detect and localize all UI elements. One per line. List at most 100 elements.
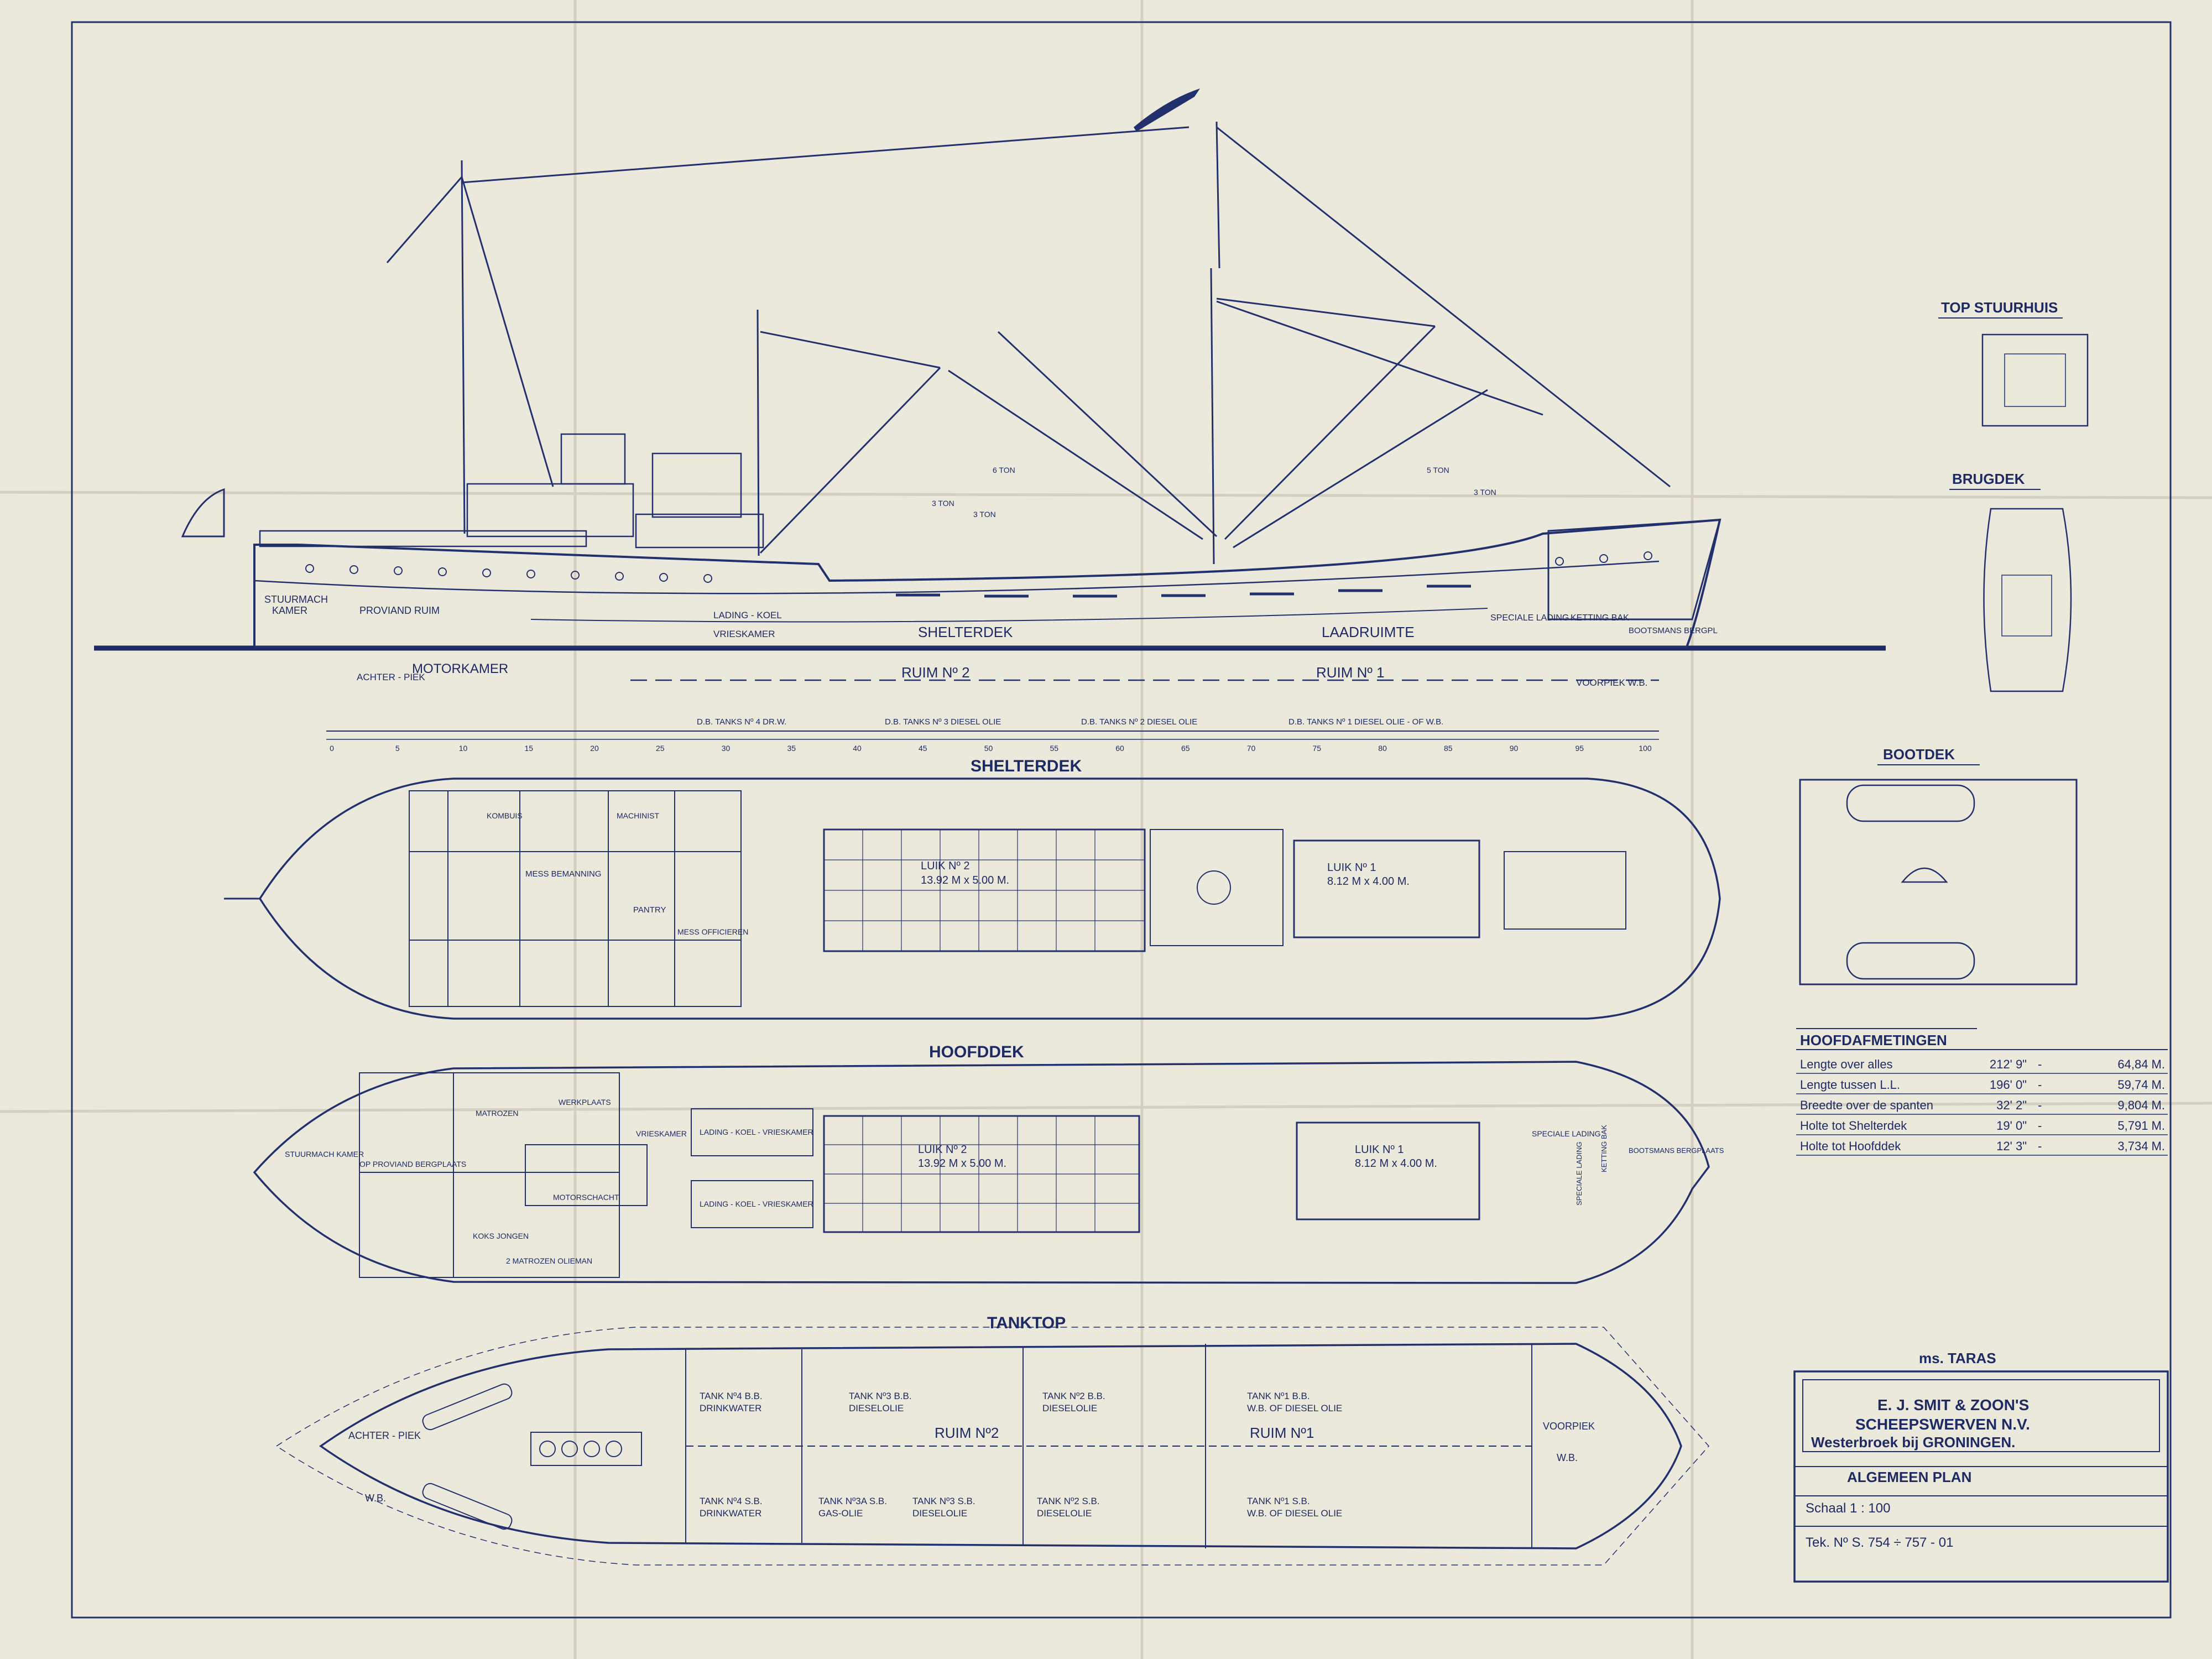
room-machinist: MACHINIST xyxy=(617,811,659,820)
shelterdek-hatch-1 xyxy=(1293,839,1480,938)
bootdek-title: BOOTDEK xyxy=(1883,746,1955,763)
tank-label-sb-content: DIESELOLIE xyxy=(1037,1508,1092,1519)
dimension-imperial: 196' 0" xyxy=(1990,1078,2027,1092)
shelterdek-room-labels: MESS BEMANNING PANTRY MESS OFFICIEREN KO… xyxy=(487,811,748,936)
label-lading-koel: LADING - KOEL xyxy=(713,610,782,620)
label-motorkamer: MOTORKAMER xyxy=(412,661,508,676)
tt-voor-wb: W.B. xyxy=(1557,1452,1578,1463)
tt-ruim1: RUIM Nº1 xyxy=(1250,1425,1314,1441)
frame-number: 95 xyxy=(1575,744,1584,753)
hoofddek-hatch-2-boards xyxy=(824,1116,1139,1232)
tank-label-bb-content: W.B. OF DIESEL OLIE xyxy=(1247,1403,1342,1413)
drawing-frame xyxy=(71,21,2172,1619)
hd-lading-koel-1: LADING - KOEL - VRIESKAMER xyxy=(700,1128,813,1136)
tank-label-sb-name: TANK Nº3A S.B. xyxy=(818,1496,887,1506)
dimension-imperial: 32' 2" xyxy=(1996,1098,2027,1112)
label-vrieskamer: VRIESKAMER xyxy=(713,629,775,639)
tank-label-sb-name: TANK Nº1 S.B. xyxy=(1247,1496,1310,1506)
frame-number: 55 xyxy=(1050,744,1058,753)
poop-deckhouse xyxy=(259,530,587,547)
derrick-load-labels: 3 TON 3 TON 6 TON 5 TON 3 TON xyxy=(932,466,1496,519)
frame-number: 70 xyxy=(1247,744,1256,753)
company-name: E. J. SMIT & ZOON'S xyxy=(1877,1396,2029,1413)
hd-motorschacht: MOTORSCHACHT xyxy=(553,1193,619,1202)
dimension-separator: - xyxy=(2038,1078,2042,1092)
funnel xyxy=(560,433,626,485)
top-stuurhuis-outline xyxy=(1981,333,2089,427)
bootdek-outline xyxy=(1799,779,2078,985)
masts-and-derricks xyxy=(386,121,1671,565)
derrick-load-4: 5 TON xyxy=(1427,466,1449,474)
hd-matrozen2: 2 MATROZEN OLIEMAN xyxy=(506,1256,592,1265)
tank-label-bb-content: DRINKWATER xyxy=(700,1403,761,1413)
hoofddek-luik2-dims: 13.92 M x 5.00 M. xyxy=(918,1157,1006,1170)
brugdek-outline xyxy=(1983,508,2072,692)
drawing-title: ALGEMEEN PLAN xyxy=(1847,1469,1971,1485)
frame-number: 65 xyxy=(1181,744,1190,753)
tank-label-bb-name: TANK Nº4 B.B. xyxy=(700,1391,763,1401)
hd-werkplaats: WERKPLAATS xyxy=(559,1098,611,1107)
frame-number: 10 xyxy=(459,744,468,753)
label-ketting-bak: KETTING BAK xyxy=(1571,613,1629,623)
boat-deck-house xyxy=(466,483,634,538)
dimension-separator: - xyxy=(2038,1139,2042,1153)
tank-dividers xyxy=(685,1344,1532,1548)
tank-label-sb-name: TANK Nº2 S.B. xyxy=(1037,1496,1100,1506)
stern-flag xyxy=(181,488,225,538)
hoofddek-room-labels: STUURMACH KAMER OP PROVIAND BERGPLAATS W… xyxy=(285,1098,1724,1265)
frame-number: 0 xyxy=(330,744,334,753)
tanktop-title: TANKTOP xyxy=(987,1314,1066,1332)
frame-number: 15 xyxy=(524,744,533,753)
dimension-imperial: 212' 9" xyxy=(1990,1057,2027,1071)
dimension-metric: 5,791 M. xyxy=(2117,1119,2165,1133)
drawing-number: Tek. Nº S. 754 ÷ 757 - 01 xyxy=(1806,1535,1953,1550)
shelterdek-luik1-name: LUIK Nº 1 xyxy=(1327,862,1376,874)
dimension-label: Holte tot Hoofddek xyxy=(1800,1139,1901,1153)
tank-label-sb-content: GAS-OLIE xyxy=(818,1508,863,1519)
dimensions-title: HOOFDAFMETINGEN xyxy=(1800,1032,1947,1048)
dimension-metric: 64,84 M. xyxy=(2117,1057,2165,1071)
hoofddek-hatch-1 xyxy=(1296,1121,1480,1220)
frame-number: 85 xyxy=(1444,744,1453,753)
lifeboat-top xyxy=(1846,784,1975,822)
shelterdek-luik1-dims: 8.12 M x 4.00 M. xyxy=(1327,875,1410,888)
label-speciale-lading: SPECIALE LADING xyxy=(1490,613,1569,623)
lifeboat-bottom xyxy=(1846,942,1975,980)
hd-matrozen: MATROZEN xyxy=(476,1109,519,1118)
frame-number: 90 xyxy=(1510,744,1519,753)
bridge-deckhouse xyxy=(635,513,764,549)
derrick-load-1: 3 TON xyxy=(932,499,954,508)
shelterdek-luik2-name: LUIK Nº 2 xyxy=(921,860,969,872)
shelterdek-accommodation xyxy=(409,790,1626,1007)
room-kombuis: KOMBUIS xyxy=(487,811,523,820)
main-deck-line xyxy=(530,608,1488,623)
portholes xyxy=(305,551,1652,583)
tt-ruim2: RUIM Nº2 xyxy=(935,1425,999,1441)
shelterdek-hull-outline xyxy=(258,778,1721,1020)
tank-label-bb-content: DIESELOLIE xyxy=(849,1403,904,1413)
room-pantry: PANTRY xyxy=(633,905,666,915)
tank-label-bb-name: TANK Nº2 B.B. xyxy=(1042,1391,1105,1401)
label-stuurmach: STUURMACH xyxy=(264,594,328,605)
bootdek-view: BOOTDEK xyxy=(1799,746,2078,985)
shelterdek-hatch-2-boards xyxy=(824,830,1145,951)
frame-number: 45 xyxy=(919,744,927,753)
side-profile-view: STUURMACH KAMER PROVIAND RUIM LADING - K… xyxy=(94,88,1886,753)
derrick-load-3: 6 TON xyxy=(993,466,1015,474)
tt-voorpiek: VOORPIEK xyxy=(1543,1421,1595,1432)
tank-label-sb-content: DRINKWATER xyxy=(700,1508,761,1519)
ship-name: ms. TARAS xyxy=(1919,1350,1996,1366)
double-bottom-tank-labels: D.B. TANKS Nº 4 DR.W. D.B. TANKS Nº 3 DI… xyxy=(697,717,1443,727)
dimension-separator: - xyxy=(2038,1098,2042,1112)
funnel-casing-plan xyxy=(1901,867,1948,883)
label-proviand-ruim: PROVIAND RUIM xyxy=(359,605,440,616)
dimension-metric: 3,734 M. xyxy=(2117,1139,2165,1153)
drawing-scale: Schaal 1 : 100 xyxy=(1806,1501,1890,1516)
brugdek-view: BRUGDEK xyxy=(1949,471,2072,692)
frame-number: 35 xyxy=(787,744,796,753)
